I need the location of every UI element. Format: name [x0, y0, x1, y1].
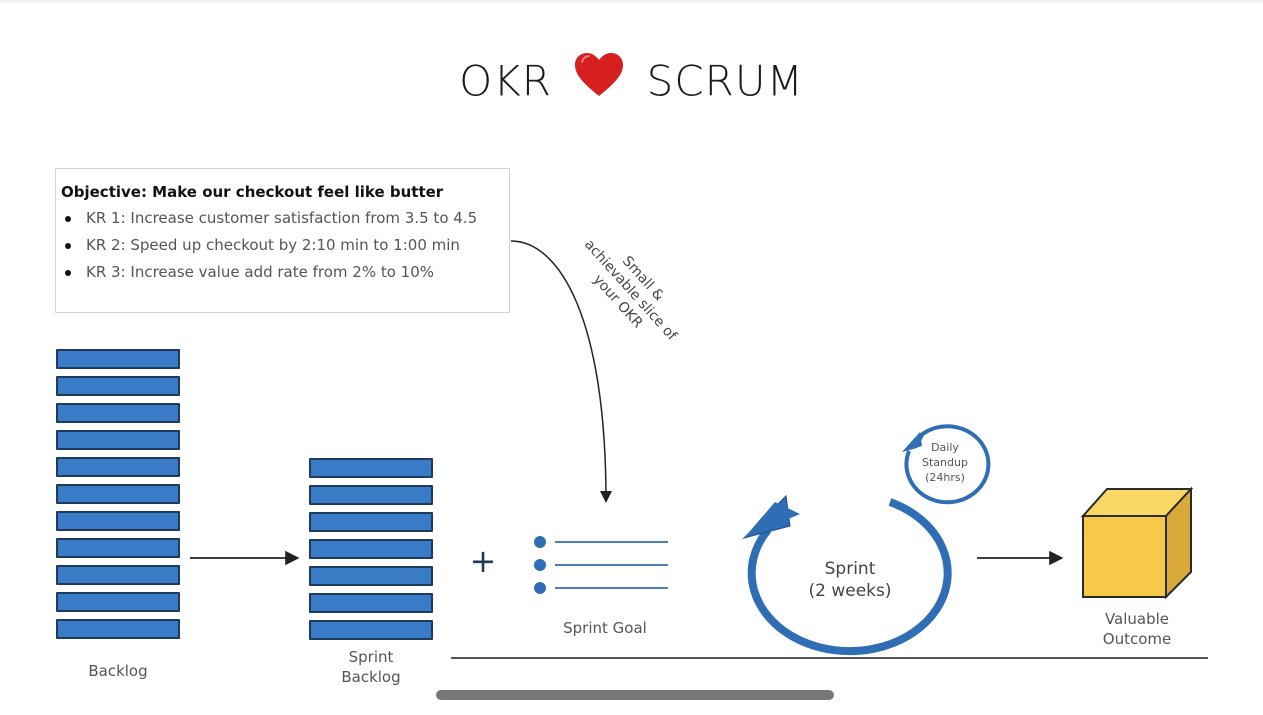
sprint-backlog-item [309, 512, 433, 532]
sprint-label-line: (2 weeks) [808, 581, 892, 601]
backlog-item [56, 403, 180, 423]
sprint-backlog-label-line: Backlog [341, 668, 401, 686]
okr-objective: Objective: Make our checkout feel like b… [61, 183, 444, 201]
sprint-backlog-item [309, 485, 433, 505]
key-result-text: KR 1: Increase customer satisfaction fro… [86, 209, 478, 227]
backlog-item [56, 349, 180, 369]
backlog-item [56, 565, 180, 585]
title-scrum: SCRUM [646, 56, 804, 106]
goal-bullet [534, 559, 546, 571]
key-results-list: KR 1: Increase customer satisfaction fro… [61, 209, 509, 281]
valuable-outcome-label: Valuable Outcome [1075, 609, 1199, 649]
sprint-backlog-label-line: Sprint [348, 648, 394, 666]
sprint-goal-icon [534, 536, 668, 594]
sprint-label-line: Sprint [824, 559, 876, 579]
top-edge [0, 0, 1263, 4]
standup-label-line: Daily [931, 441, 959, 454]
bullet-icon [65, 216, 71, 222]
standup-label-line: (24hrs) [925, 471, 965, 484]
key-result-text: KR 3: Increase value add rate from 2% to… [86, 263, 435, 281]
home-indicator-bar[interactable] [436, 690, 834, 700]
outcome-label-line: Outcome [1102, 630, 1172, 648]
bullet-icon [65, 270, 71, 276]
backlog-item [56, 619, 180, 639]
sprint-backlog-item [309, 458, 433, 478]
key-result: KR 2: Speed up checkout by 2:10 min to 1… [61, 236, 509, 254]
title-okr: OKR [459, 56, 552, 106]
outcome-label-line: Valuable [1104, 610, 1170, 628]
key-result-text: KR 2: Speed up checkout by 2:10 min to 1… [86, 236, 460, 254]
backlog-item [56, 430, 180, 450]
backlog-item [56, 511, 180, 531]
backlog-item [56, 484, 180, 504]
backlog-item [56, 592, 180, 612]
valuable-outcome-cube-icon [1080, 486, 1194, 600]
standup-cycle-icon [902, 424, 991, 505]
sprint-cycle-icon [742, 494, 952, 656]
heart-icon [574, 52, 624, 108]
sprint-backlog-label: Sprint Backlog [309, 647, 433, 687]
key-result: KR 3: Increase value add rate from 2% to… [61, 263, 509, 281]
plus-icon: + [469, 542, 497, 580]
okr-to-goal-arrow [510, 240, 612, 503]
page-title: OKR SCRUM [0, 53, 1263, 112]
sprint-goal-label: Sprint Goal [563, 619, 647, 637]
backlog-label: Backlog [88, 662, 148, 680]
goal-bullet [534, 582, 546, 594]
sprint-backlog-item [309, 593, 433, 613]
sprint-backlog-item [309, 539, 433, 559]
standup-label-line: Standup [922, 456, 968, 469]
backlog-item [56, 538, 180, 558]
backlog-stack [56, 349, 180, 646]
backlog-item [56, 457, 180, 477]
okr-box: Objective: Make our checkout feel like b… [55, 168, 510, 313]
daily-standup-label: Daily Standup (24hrs) [905, 440, 985, 485]
key-result: KR 1: Increase customer satisfaction fro… [61, 209, 509, 227]
sprint-label: Sprint (2 weeks) [780, 558, 920, 602]
sprint-backlog-item [309, 566, 433, 586]
sprint-backlog-item [309, 620, 433, 640]
backlog-item [56, 376, 180, 396]
sprint-backlog-stack [309, 458, 433, 647]
goal-bullet [534, 536, 546, 548]
bullet-icon [65, 243, 71, 249]
